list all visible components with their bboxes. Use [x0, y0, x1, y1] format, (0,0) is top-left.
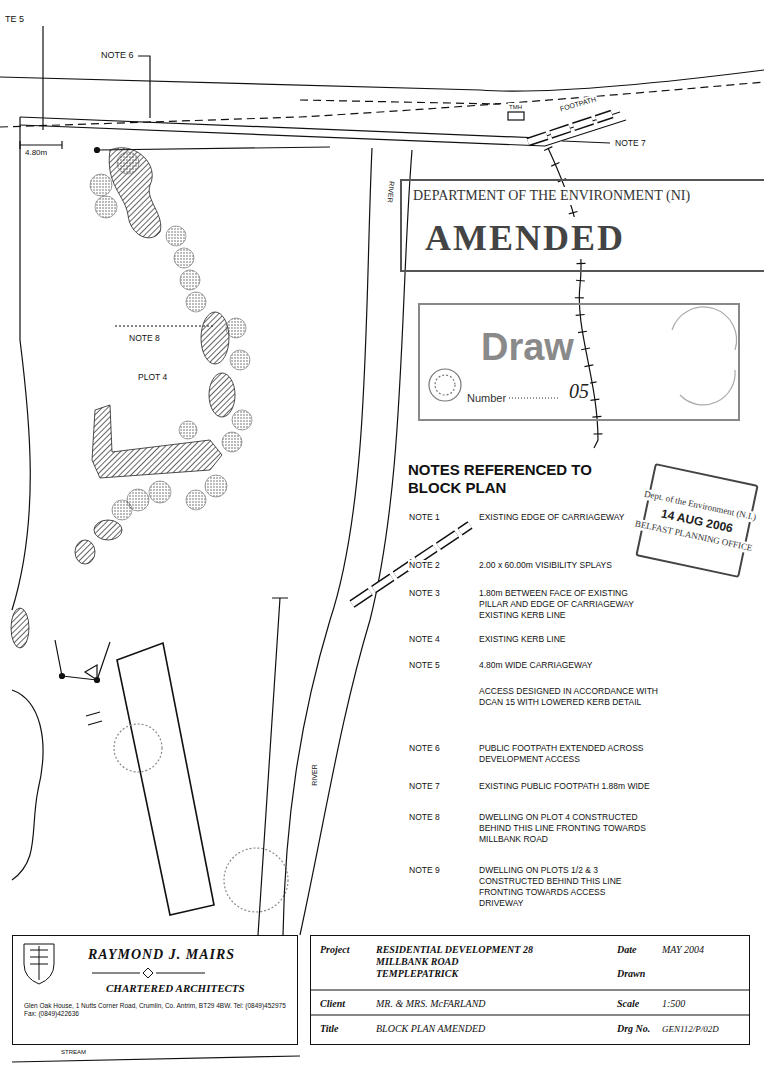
- drawing-number: 05: [568, 379, 590, 403]
- title-table: Project RESIDENTIAL DEVELOPMENT 28 MILLBA…: [310, 935, 750, 1045]
- leader-line: [562, 141, 610, 143]
- note-text: NOTE 7: [408, 781, 441, 792]
- crest-shield: [24, 944, 54, 984]
- table-cell: Scale: [616, 998, 640, 1010]
- architect-name: RAYMOND J. MAIRS: [87, 946, 236, 963]
- shrub: [94, 520, 122, 540]
- note-text: EXISTING EDGE OF CARRIAGEWAY: [478, 512, 625, 523]
- stamp-marks: [429, 307, 737, 405]
- stamp-text: Number: [466, 391, 507, 405]
- crest-detail: [30, 946, 48, 980]
- building-line: [115, 325, 215, 326]
- note-number: NOTE 2: [408, 560, 441, 571]
- architect-box: RAYMOND J. MAIRS CHARTERED ARCHITECTS Glen…: [12, 935, 298, 1045]
- corner-dot: [60, 674, 65, 679]
- table-cell: MR. & MRS. McFARLAND: [375, 998, 487, 1010]
- ornament-line: [92, 973, 205, 974]
- chain-line: [352, 525, 470, 604]
- note-callout: NOTE 8: [128, 333, 161, 344]
- table-cell: Client: [319, 998, 346, 1010]
- note-number: DWELLING ON PLOTS 1/2 & 3 CONSTRUCTED BE…: [478, 865, 650, 909]
- amended-stamp: DEPARTMENT OF THE ENVIRONMENT (NI) AMENDE…: [400, 179, 764, 272]
- shrub: [201, 312, 229, 364]
- shrub: [92, 405, 222, 478]
- road-line: [300, 100, 500, 104]
- table-cell: Drawn: [616, 968, 646, 980]
- table-cell: Drg No.: [616, 1023, 651, 1035]
- stamp-text: DEPARTMENT OF THE ENVIRONMENT (NI): [412, 187, 691, 205]
- date-stamp: Dept. of the Environment (N.I.)14 AUG 20…: [635, 463, 758, 578]
- shrub: [11, 608, 29, 648]
- note-callout: NOTE 6: [100, 50, 135, 61]
- manhole-symbol: [508, 112, 524, 120]
- entrance-line: [55, 640, 110, 680]
- table-cell: RESIDENTIAL DEVELOPMENT 28 MILLBANK ROAD…: [375, 944, 539, 980]
- table-cell: Title: [319, 1023, 340, 1035]
- chain-line: [528, 114, 612, 142]
- note-text: 1.80m BETWEEN FACE OF EXISTING PILLAR AN…: [478, 588, 655, 621]
- note-number: NOTE 3: [408, 588, 441, 599]
- note-number: NOTE 1: [408, 512, 441, 523]
- shrub: [109, 148, 161, 238]
- chain-line: [352, 525, 470, 604]
- corner-dot: [95, 148, 100, 153]
- trees: [90, 152, 252, 520]
- shrubs: [11, 148, 235, 648]
- note-number: DWELLING ON PLOT 4 CONSTRUCTED BEHIND TH…: [478, 812, 665, 845]
- sheet-label: TE 5: [4, 14, 25, 25]
- note-number: ACCESS DESIGNED IN ACCORDANCE WITH DCAN …: [478, 686, 670, 708]
- architect-address: Glen Oak House, 1 Nutts Corner Road, Cru…: [23, 1002, 287, 1018]
- table-cell: 1:500: [661, 998, 686, 1010]
- kerb-marks: [86, 712, 102, 725]
- driveway-edge: [12, 690, 43, 880]
- architect-title: CHARTERED ARCHITECTS: [105, 981, 246, 995]
- note-number: NOTE 4: [408, 634, 441, 645]
- river-bank: [300, 150, 412, 935]
- leader-line: [138, 56, 150, 118]
- table-rule: [310, 990, 750, 1015]
- dimension-label: 4.80m: [24, 148, 48, 158]
- roads: [0, 26, 764, 1062]
- river-label: RIVER: [385, 180, 396, 204]
- note-text: NOTE 6: [408, 743, 441, 754]
- note-text: NOTE 8: [408, 812, 441, 823]
- table-cell: MAY 2004: [661, 944, 705, 956]
- stamp-text: Draw: [480, 325, 575, 369]
- table-cell: BLOCK PLAN AMENDED: [375, 1023, 486, 1035]
- stream-label: STREAM: [60, 1048, 87, 1056]
- boundary-line: [258, 598, 288, 935]
- river-bank: [283, 148, 372, 935]
- leader-line: [42, 26, 43, 130]
- ornament-diamond: [143, 968, 153, 978]
- road-edge: [0, 70, 764, 91]
- note-text: 2.00 x 60.00m VISIBILITY SPLAYS: [478, 560, 613, 571]
- table-cell: Date: [616, 944, 637, 956]
- note-text: 4.80m WIDE CARRIAGEWAY: [478, 660, 593, 671]
- note-callout: NOTE 7: [614, 138, 647, 149]
- river-label: RIVER: [310, 763, 319, 786]
- note-number: EXISTING PUBLIC FOOTPATH 1.88m WIDE: [478, 781, 651, 792]
- kerb-line: [20, 112, 620, 138]
- table-cell: Project: [319, 944, 350, 956]
- corner-dot: [95, 678, 100, 683]
- chain-line: [528, 114, 612, 142]
- notes-heading: NOTES REFERENCED TO BLOCK PLAN: [407, 461, 609, 497]
- drawing-number-stamp: DrawNumber 05: [418, 303, 740, 421]
- note-number: NOTE 5: [408, 660, 441, 671]
- note-text: NOTE 9: [408, 865, 441, 876]
- manhole-label: TMH: [508, 103, 523, 111]
- plot-label: PLOT 4: [137, 372, 168, 383]
- tree-outline: [224, 848, 288, 912]
- note-number: PUBLIC FOOTPATH EXTENDED ACROSS DEVELOPM…: [478, 743, 675, 765]
- tree-outline: [114, 724, 162, 772]
- stamp-text: AMENDED: [424, 217, 626, 259]
- note-text: EXISTING KERB LINE: [478, 634, 566, 645]
- table-cell: GEN112/P/02D: [661, 1023, 720, 1035]
- stream-line: [12, 1056, 300, 1062]
- site-boundary: [12, 117, 30, 610]
- building-outline: [117, 643, 214, 915]
- shrub: [209, 373, 235, 417]
- shrub: [75, 540, 95, 564]
